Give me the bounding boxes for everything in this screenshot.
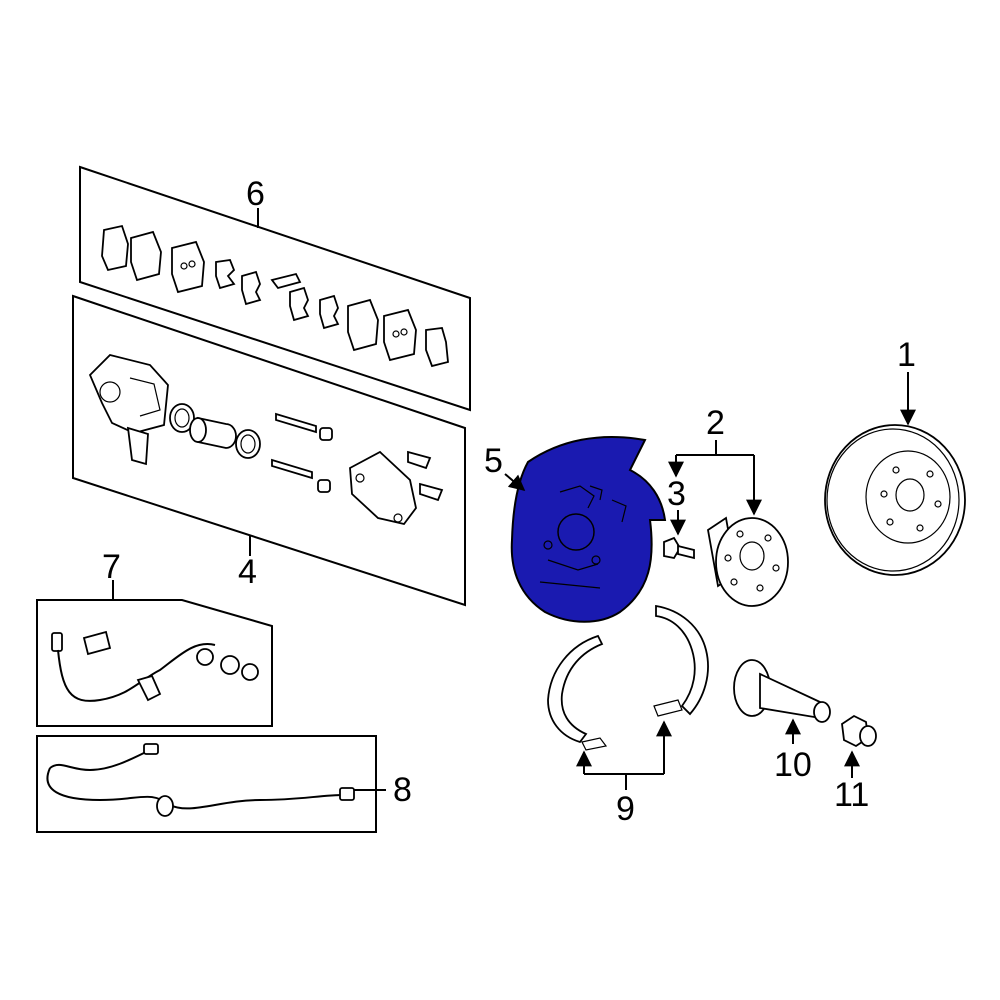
callout-2: 2	[706, 404, 725, 442]
callout-7: 7	[102, 548, 121, 586]
callout-8: 8	[393, 771, 412, 809]
group-6-brake-pad-set[interactable]	[79, 165, 471, 412]
callout-1: 1	[897, 336, 916, 374]
part-2-hub-bearing[interactable]	[707, 516, 789, 607]
callout-9: 9	[616, 790, 635, 828]
part-10-spindle[interactable]	[733, 659, 831, 723]
group-7-brake-hose[interactable]	[36, 580, 273, 727]
callout-5: 5	[484, 442, 503, 480]
callout-10: 10	[774, 746, 812, 784]
callout-3: 3	[667, 475, 686, 513]
callout-11: 11	[834, 776, 869, 814]
part-11-spindle-nut[interactable]	[841, 714, 877, 748]
group-8-abs-sensor[interactable]	[36, 735, 386, 833]
callout-6: 6	[246, 175, 265, 213]
callout-4: 4	[238, 553, 257, 591]
group-4-caliper-assembly[interactable]	[72, 294, 466, 607]
part-9-parking-brake-shoes[interactable]	[547, 604, 709, 751]
part-5-backing-plate[interactable]	[510, 435, 667, 623]
part-1-brake-rotor[interactable]	[824, 424, 966, 576]
part-3-hub-bolt[interactable]	[663, 536, 695, 560]
